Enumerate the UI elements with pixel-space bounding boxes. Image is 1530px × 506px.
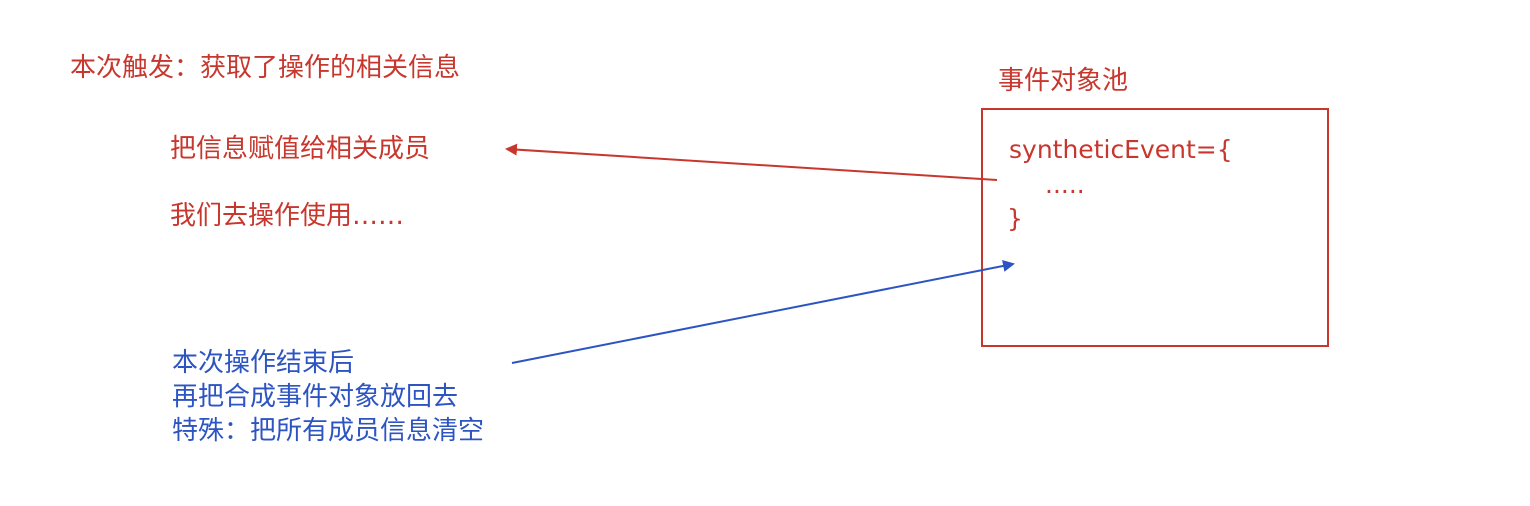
code-ellipsis-line: ..... xyxy=(1045,170,1085,199)
return-line-2: 再把合成事件对象放回去 xyxy=(172,382,459,412)
pool-title: 事件对象池 xyxy=(998,66,1129,96)
trigger-note: 本次触发：获取了操作的相关信息 xyxy=(70,53,461,83)
code-close-line: } xyxy=(1007,204,1023,233)
return-note: 本次操作结束后 再把合成事件对象放回去 特殊：把所有成员信息清空 xyxy=(172,346,484,448)
put-back-arrow xyxy=(511,260,1015,364)
return-line-1: 本次操作结束后 xyxy=(172,348,355,378)
assign-members-text: 把信息赋值给相关成员 xyxy=(170,134,431,164)
code-open-line: syntheticEvent={ xyxy=(1009,135,1233,164)
return-line-3: 特殊：把所有成员信息清空 xyxy=(172,416,485,446)
use-text: 我们去操作使用…… xyxy=(170,201,405,231)
take-out-arrow xyxy=(505,143,998,181)
event-pool-box xyxy=(981,108,1329,347)
